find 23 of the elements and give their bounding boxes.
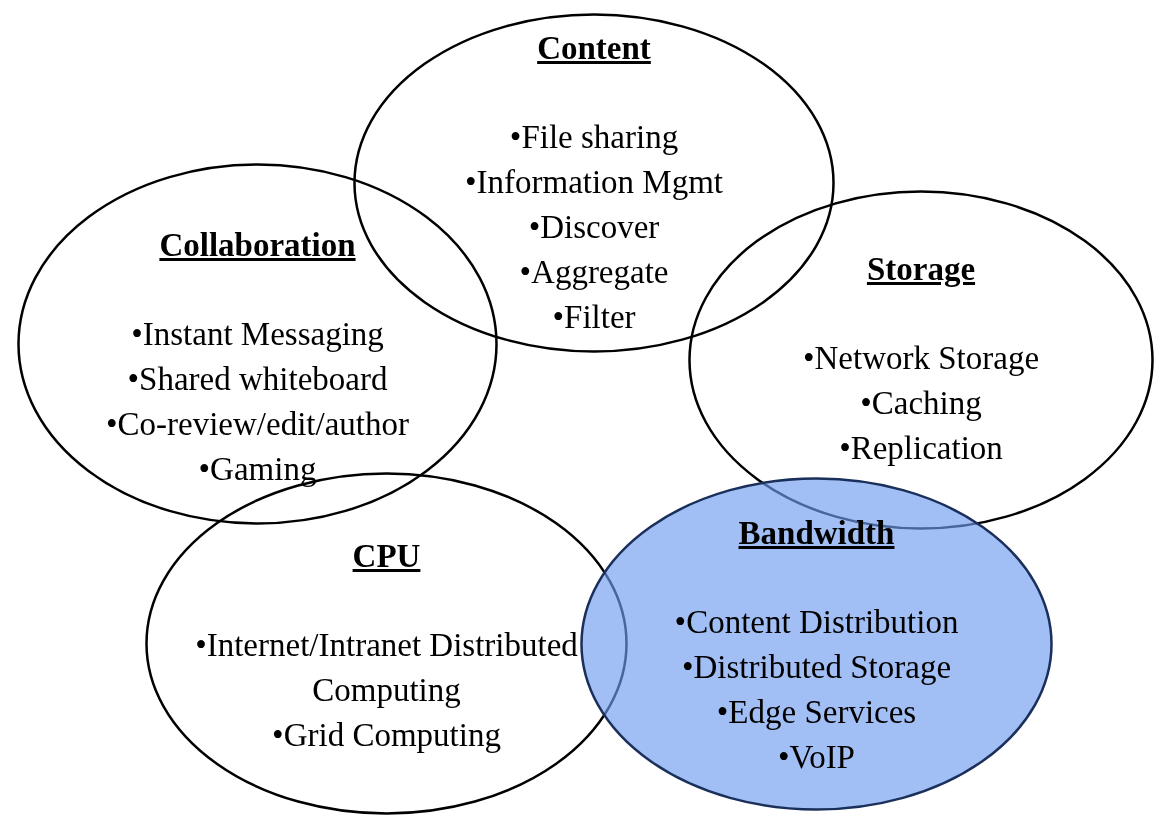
bullet-item: •Discover [528,208,660,247]
bullet-item: •Distributed Storage [681,648,952,687]
bullet-item: •Grid Computing [272,716,501,755]
category-heading: CPU [352,537,421,576]
bullet-item: •Caching [860,384,982,423]
category-heading: Bandwidth [738,514,895,553]
category-heading: Storage [866,250,976,289]
bullet-item: •Instant Messaging [131,315,384,354]
bullet-item: •Edge Services [716,693,917,732]
bullet-item: •Shared whiteboard [127,360,388,399]
bullet-item: •Filter [552,298,636,337]
bullet-item: •Aggregate [519,253,669,292]
bullet-item: •Replication [839,429,1003,468]
bullet-item: •Co-review/edit/author [106,405,409,444]
category-heading: Collaboration [159,226,356,265]
category-heading: Content [537,29,651,68]
bullet-item: •Gaming [198,450,317,489]
bullet-item: •VoIP [778,738,855,777]
bullet-item: •Information Mgmt [464,163,724,202]
bullet-item: •Content Distribution [674,603,959,642]
bullet-item: •Network Storage [802,339,1040,378]
bullet-item: •File sharing [509,118,679,157]
bullet-item: •Internet/Intranet Distributed Computing [194,626,579,710]
